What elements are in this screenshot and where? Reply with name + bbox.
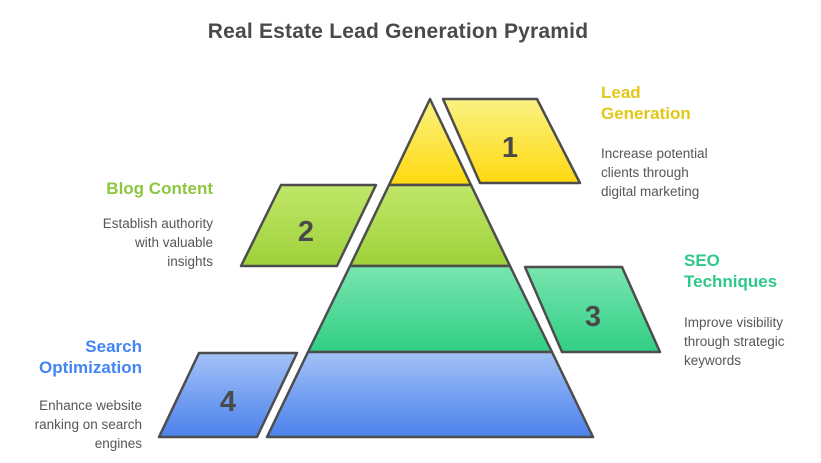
pyramid-level-3-band	[306, 264, 554, 354]
level-2-number: 2	[298, 216, 314, 248]
level-4-number: 4	[220, 386, 236, 418]
pyramid-level-2-band	[348, 183, 512, 268]
level-4-heading: Search Optimization	[39, 337, 142, 377]
level-4-label-block: Search Optimization Enhance website rank…	[10, 336, 142, 453]
page-title: Real Estate Lead Generation Pyramid	[207, 20, 589, 43]
level-3-heading: SEO Techniques	[684, 251, 778, 291]
level-3-label-block: SEO Techniques Improve visibility throug…	[684, 250, 804, 370]
level-1-number: 1	[502, 132, 518, 164]
pyramid-level-2-tab	[239, 183, 378, 268]
pyramid-level-1-tab	[441, 97, 582, 185]
level-1-heading: Lead Generation	[601, 83, 691, 123]
level-3-description: Improve visibility through strategic key…	[684, 315, 785, 368]
pyramid-level-4-band	[265, 350, 595, 439]
level-1-description: Increase potential clients through digit…	[601, 146, 708, 199]
level-3-number: 3	[585, 301, 601, 333]
pyramid-level-3-tab	[523, 265, 662, 354]
level-2-description: Establish authority with valuable insigh…	[102, 216, 213, 269]
level-1-label-block: Lead Generation Increase potential clien…	[601, 82, 733, 201]
level-4-description: Enhance website ranking on search engine…	[34, 398, 142, 451]
level-2-heading: Blog Content	[106, 179, 213, 198]
level-2-label-block: Blog Content Establish authority with va…	[60, 178, 213, 271]
pyramid-level-4-tab	[157, 351, 299, 439]
